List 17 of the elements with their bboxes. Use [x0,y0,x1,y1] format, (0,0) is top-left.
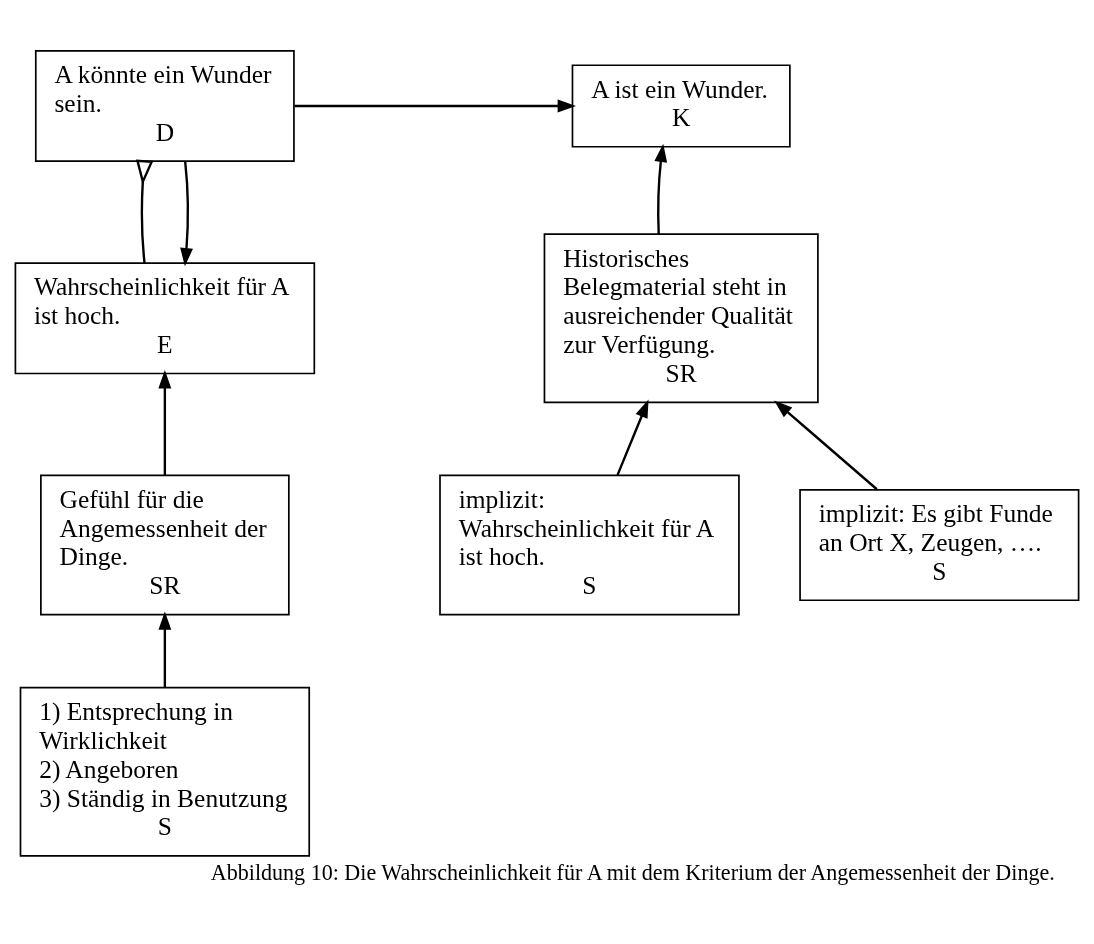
arrow [616,399,649,476]
node-box: implizit: Es gibt Funde an Ort X, Zeugen, …. S [799,488,1080,602]
connector [135,159,154,263]
node-box: implizit: Wahrscheinlichkeit für A ist hoch. S [439,474,740,616]
node-box: Gefühl für die Angemessenheit der Dinge. SR [40,474,290,616]
node-box: Historisches Belegmaterial steht in ausreichender Qualität zur Verfügung. SR [543,233,819,404]
node-box: Wahrscheinlichkeit für A ist hoch. E [14,262,316,375]
node-box: A ist ein Wunder. K [571,64,791,148]
caption: Abbildung 10: Die Wahrscheinlichkeit für A mit dem Kriterium der Angemessenheit der Dinge. [210,860,1055,886]
arrow [774,400,878,491]
arrow [158,370,172,476]
arrow [654,143,668,235]
arrow [158,611,172,688]
node-box: A könnte ein Wunder sein. D [34,49,295,163]
arrow [294,99,576,113]
node-box: 1) Entsprechung in Wirklichkeit 2) Angeboren 3) Ständig in Benutzung S [19,686,311,857]
arrow [180,161,193,267]
